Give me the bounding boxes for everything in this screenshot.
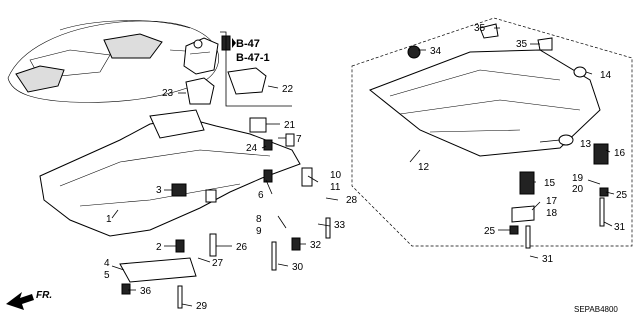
callout-25-right[interactable]: 25 [616,190,628,201]
callout-leaders [111,27,615,307]
callout-3[interactable]: 3 [156,185,162,196]
callout-27[interactable]: 27 [212,258,224,269]
callout-30[interactable]: 30 [292,262,304,273]
callout-6[interactable]: 6 [258,190,264,201]
callout-21[interactable]: 21 [284,120,296,131]
callout-4[interactable]: 4 [104,258,110,269]
callout-24[interactable]: 24 [246,143,258,154]
callout-19[interactable]: 19 [572,173,584,184]
callout-10[interactable]: 10 [330,170,342,181]
callout-35-right[interactable]: 35 [516,39,528,50]
callout-32[interactable]: 32 [310,240,322,251]
callout-12[interactable]: 12 [418,162,430,173]
callout-11[interactable]: 11 [330,182,341,193]
callout-13[interactable]: 13 [580,139,592,150]
callout-25-left[interactable]: 25 [484,226,496,237]
callout-29[interactable]: 29 [196,301,208,312]
mount-group-illustration [183,31,292,107]
reference-b-47-1[interactable]: B-47-1 [236,52,270,64]
callout-26[interactable]: 26 [236,242,248,253]
callout-31-bottom[interactable]: 31 [542,254,554,265]
callout-33[interactable]: 33 [334,220,346,231]
car-outline-illustration [7,20,219,103]
callout-18[interactable]: 18 [546,208,558,219]
callout-1[interactable]: 1 [106,214,112,225]
fasteners-illustration [121,117,609,309]
callout-5[interactable]: 5 [104,270,110,281]
reference-b-47[interactable]: B-47 [236,38,260,50]
callout-35-left[interactable]: 35 [474,23,486,34]
callout-15[interactable]: 15 [544,178,556,189]
diagram-code: SEPAB4800 [574,305,618,314]
callout-8[interactable]: 8 [256,214,262,225]
callout-17[interactable]: 17 [546,196,558,207]
callout-14[interactable]: 14 [600,70,612,81]
callout-36[interactable]: 36 [140,286,152,297]
callout-2[interactable]: 2 [156,242,162,253]
callout-7[interactable]: 7 [296,134,302,145]
callout-34[interactable]: 34 [430,46,442,57]
callout-31-right[interactable]: 31 [614,222,626,233]
front-label: FR. [36,290,52,301]
rear-subframe-right-illustration [351,17,633,249]
callout-9[interactable]: 9 [256,226,262,237]
callout-22[interactable]: 22 [282,84,294,95]
front-subframe-left-illustration [39,109,301,283]
callout-23[interactable]: 23 [162,88,174,99]
callout-28[interactable]: 28 [346,195,358,206]
callout-20[interactable]: 20 [572,184,584,195]
front-direction-arrow-icon [6,292,34,310]
callout-16[interactable]: 16 [614,148,626,159]
